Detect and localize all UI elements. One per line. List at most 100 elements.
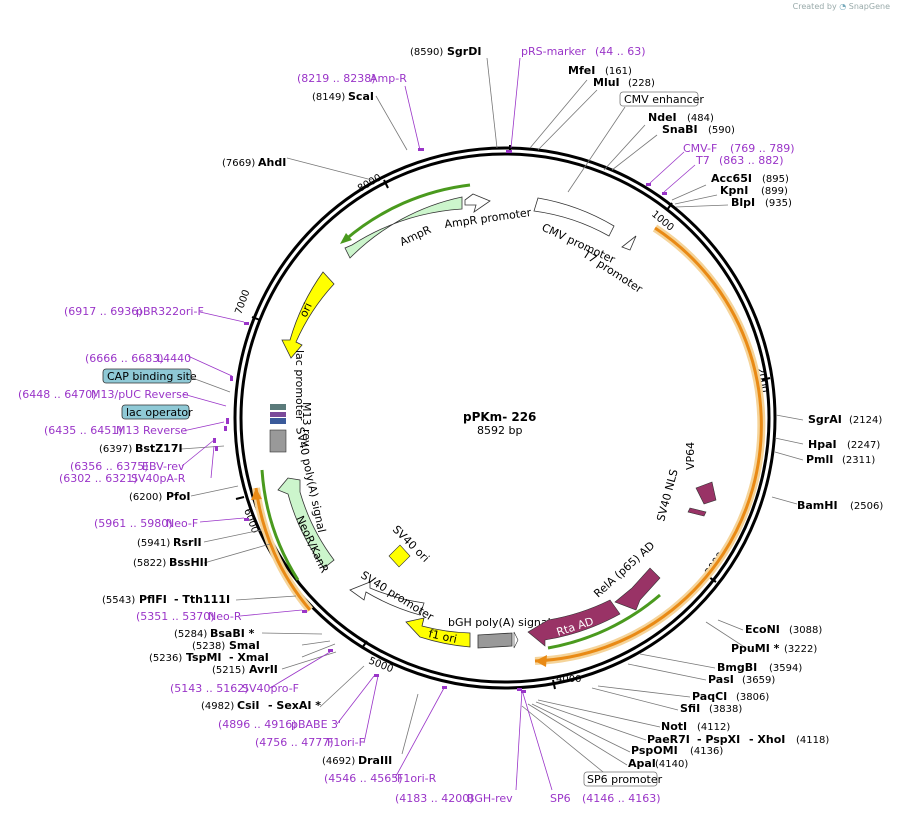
- bmgbi-label[interactable]: BmgBI: [717, 661, 757, 674]
- bsabi-label[interactable]: BsaBI *: [210, 627, 255, 640]
- f1ori-r-pos: (4546 .. 4565): [324, 772, 403, 785]
- paqci-label[interactable]: PaqCI: [692, 690, 727, 703]
- amp-r-label[interactable]: Amp-R: [370, 72, 407, 85]
- avrii-label[interactable]: AvrII: [249, 663, 278, 676]
- vp64-feature[interactable]: [695, 481, 717, 505]
- sv40-polya-block[interactable]: [269, 429, 287, 453]
- cmv-enhancer-box[interactable]: [619, 91, 699, 107]
- cmv-f-label[interactable]: CMV-F: [683, 142, 717, 155]
- cap-binding-site-box[interactable]: [102, 368, 192, 384]
- draiii-pos: (4692): [322, 756, 355, 767]
- primer-site-marks: [213, 148, 667, 693]
- pspomi-label[interactable]: PspOMI: [631, 744, 678, 757]
- smai-label[interactable]: SmaI: [229, 639, 260, 652]
- m13-reverse-label[interactable]: M13 Reverse: [116, 424, 187, 437]
- ahdi-label[interactable]: AhdI: [258, 156, 286, 169]
- plasmid-name: pPKm- 226: [463, 410, 536, 424]
- mfei-label[interactable]: MfeI: [568, 64, 595, 77]
- sv40pa-r-label[interactable]: SV40pA-R: [131, 472, 186, 485]
- rta-ad-feature[interactable]: [527, 599, 621, 647]
- cmv-promoter-feature[interactable]: [533, 197, 615, 237]
- pbr322ori-f-label[interactable]: pBR322ori-F: [136, 305, 204, 318]
- sfii-label[interactable]: SfiI: [680, 702, 700, 715]
- m13-puc-reverse-label[interactable]: M13/pUC Reverse: [91, 388, 189, 401]
- neo-f-label[interactable]: Neo-F: [166, 517, 198, 530]
- pasi-label[interactable]: PasI: [708, 673, 734, 686]
- snabi-label[interactable]: SnaBI: [662, 123, 698, 136]
- scai-label[interactable]: ScaI: [348, 90, 374, 103]
- tick-7000: 7000: [233, 288, 252, 316]
- rsrii-pos: (5941): [137, 538, 170, 549]
- blpi-label[interactable]: BlpI: [731, 196, 755, 209]
- kpni-label[interactable]: KpnI: [720, 184, 748, 197]
- t7-label[interactable]: T7: [695, 154, 710, 167]
- pbabe-3-label[interactable]: pBABE 3': [291, 718, 341, 731]
- ebv-rev-label[interactable]: EBV-rev: [142, 460, 185, 473]
- hpai-label[interactable]: HpaI: [808, 438, 837, 451]
- sp6-promoter-box[interactable]: [583, 771, 658, 787]
- pmli-label[interactable]: PmlI: [806, 453, 833, 466]
- ndei-label[interactable]: NdeI: [648, 111, 677, 124]
- bgh-polya-feature[interactable]: [477, 632, 513, 649]
- vp64-label: VP64: [684, 442, 697, 470]
- lac-operator-box[interactable]: [121, 404, 190, 420]
- sp6-label[interactable]: SP6: [550, 792, 571, 805]
- cmv-enhancer-label: CMV enhancer: [624, 93, 704, 106]
- ampr-feature[interactable]: [344, 196, 463, 259]
- sv40-promoter-feature[interactable]: [349, 581, 425, 616]
- orange-arc-right-arrowhead-icon: [535, 655, 547, 667]
- ori-feature[interactable]: [281, 271, 335, 359]
- mlui-label[interactable]: MluI: [593, 76, 620, 89]
- l4440-label[interactable]: L4440: [157, 352, 191, 365]
- pspxi-label[interactable]: - PspXI: [697, 733, 740, 746]
- neo-r-label[interactable]: Neo-R: [208, 610, 242, 623]
- noti-label[interactable]: NotI: [661, 720, 687, 733]
- rela-ad-feature[interactable]: [614, 567, 661, 611]
- lac-operator-block[interactable]: [270, 404, 286, 410]
- lac-promoter-block[interactable]: [270, 418, 286, 424]
- t7-promoter-arrow[interactable]: [621, 235, 637, 251]
- econi-pos: (3088): [789, 625, 822, 636]
- xmai-label[interactable]: - XmaI: [229, 651, 269, 664]
- rsrii-label[interactable]: RsrII: [173, 536, 202, 549]
- bstz17i-label[interactable]: BstZ17I: [135, 442, 183, 455]
- ppumi-label[interactable]: PpuMI *: [731, 642, 780, 655]
- tspmi-label[interactable]: TspMI: [186, 651, 222, 664]
- bsshii-label[interactable]: BssHII: [169, 556, 208, 569]
- draiii-label[interactable]: DraIII: [358, 754, 392, 767]
- credit-brand: SnapGene: [848, 2, 890, 11]
- cmv-f-pos: (769 .. 789): [730, 142, 795, 155]
- f1-ori-feature[interactable]: [405, 617, 471, 648]
- pfoi-label[interactable]: PfoI: [166, 490, 191, 503]
- tick-4000: 4000: [556, 674, 581, 685]
- prs-marker-label[interactable]: pRS-marker: [521, 45, 586, 58]
- sgrai-label[interactable]: SgrAI: [808, 413, 842, 426]
- paer7i-label[interactable]: PaeR7I: [647, 733, 690, 746]
- acc65i-label[interactable]: Acc65I: [711, 172, 752, 185]
- green-orf-arc-top: [344, 183, 471, 242]
- m13-rev-block[interactable]: [270, 412, 286, 417]
- econi-label[interactable]: EcoNI: [745, 623, 780, 636]
- sv40pro-f-label[interactable]: SV40pro-F: [242, 682, 299, 695]
- pflfi-label[interactable]: PflFI: [139, 593, 167, 606]
- apai-label[interactable]: ApaI: [628, 757, 656, 770]
- pfoi-pos: (6200): [129, 492, 162, 503]
- f1ori-r-label[interactable]: F1ori-R: [397, 772, 437, 785]
- tth111i-label[interactable]: - Tth111I: [174, 593, 230, 606]
- sp6-promoter-arrow[interactable]: [513, 631, 519, 649]
- ahdi-pos: (7669): [222, 158, 255, 169]
- sgrdi-label[interactable]: SgrDI: [447, 45, 481, 58]
- sv40-nls-feature[interactable]: [687, 507, 707, 517]
- csii-label[interactable]: CsiI: [237, 699, 259, 712]
- m13-reverse-pos: (6435 .. 6451): [44, 424, 123, 437]
- sv40-ori-feature[interactable]: [388, 544, 411, 568]
- xhoi-label[interactable]: - XhoI: [749, 733, 785, 746]
- bgh-rev-label[interactable]: BGH-rev: [467, 792, 513, 805]
- sexai-label[interactable]: - SexAI *: [268, 699, 321, 712]
- neor-kanr-feature[interactable]: [277, 477, 335, 569]
- ampr-promoter-arrow[interactable]: [464, 193, 491, 213]
- bamhi-label[interactable]: BamHI: [797, 499, 838, 512]
- plasmid-size: 8592 bp: [477, 424, 522, 437]
- f1ori-f-label[interactable]: F1ori-F: [327, 736, 365, 749]
- sv40pro-f-pos: (5143 .. 5162): [170, 682, 249, 695]
